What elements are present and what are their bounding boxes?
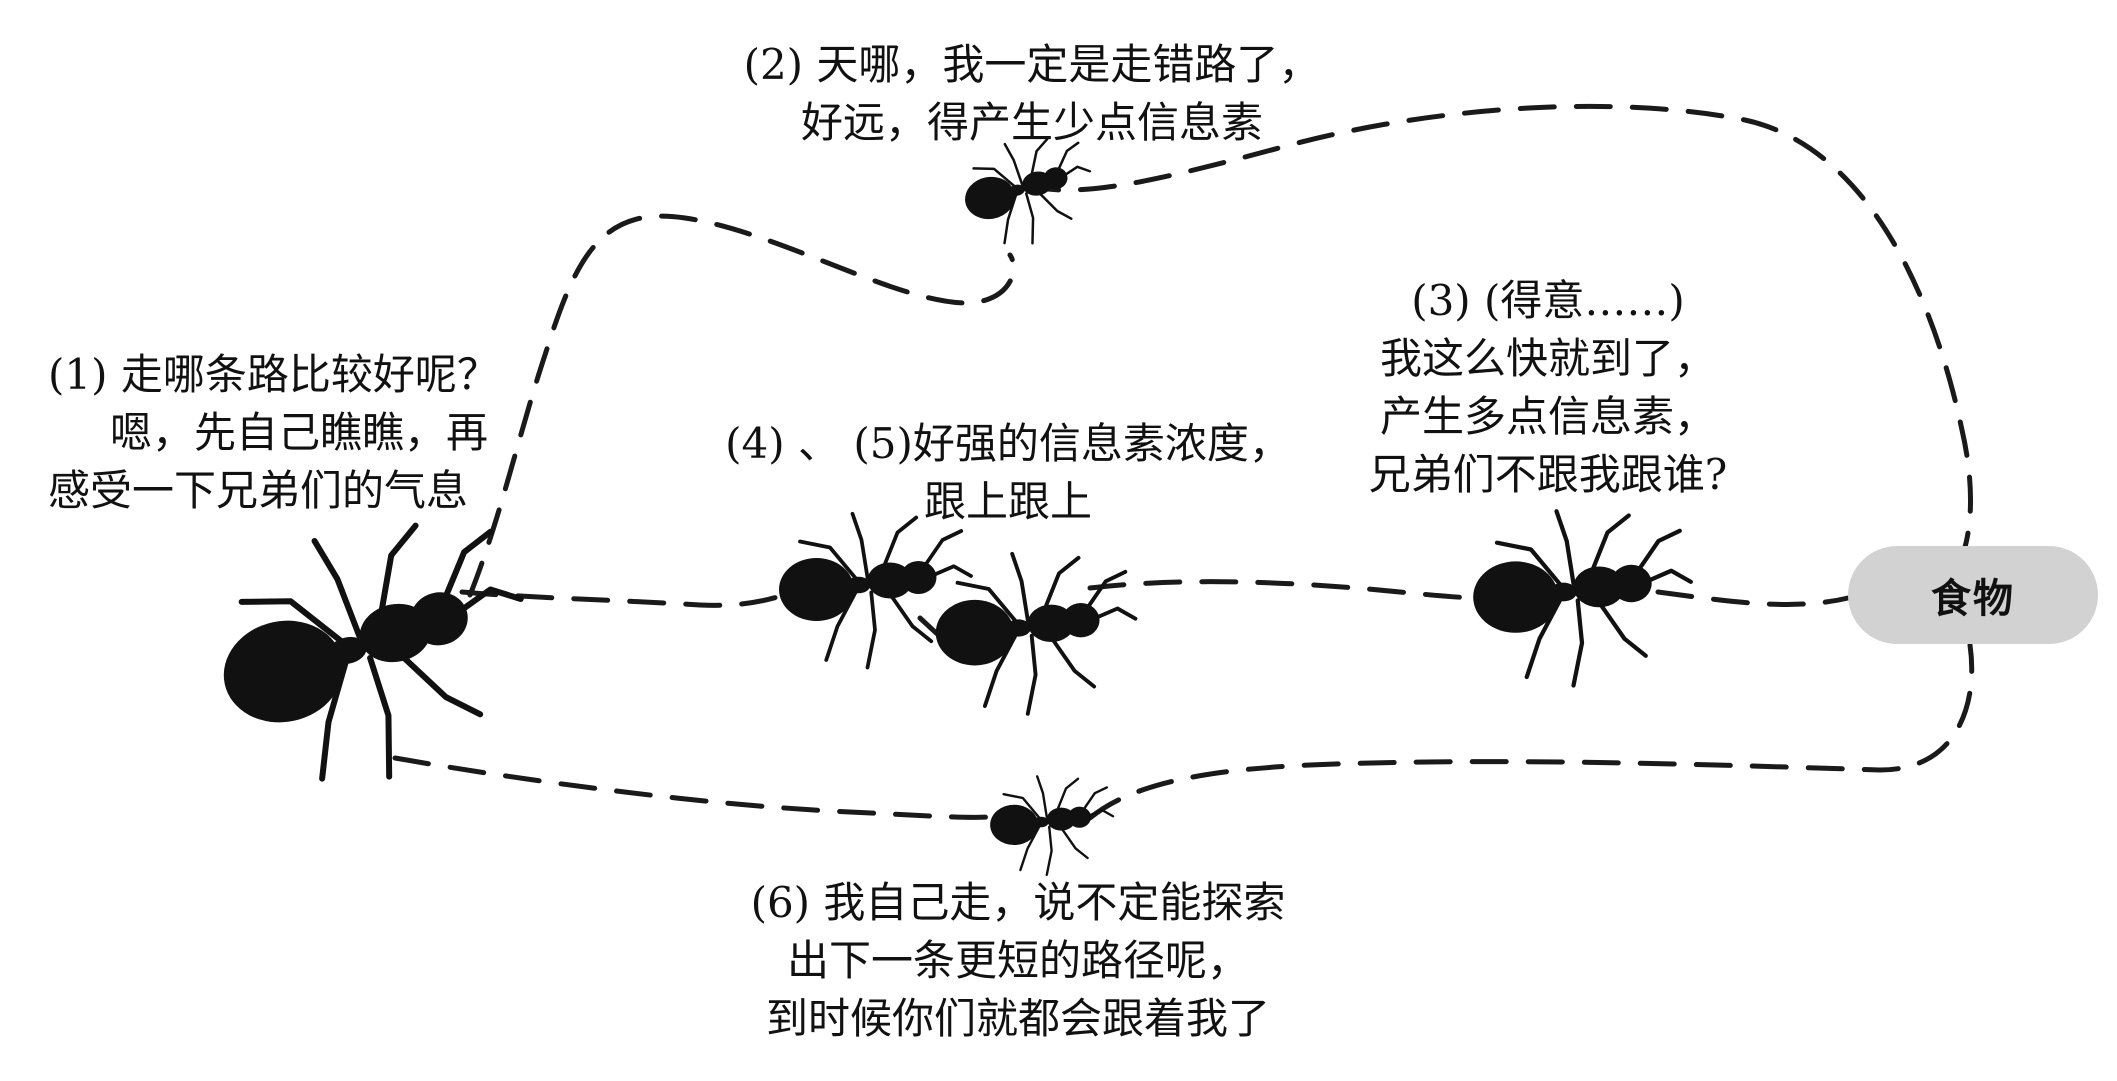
ant-icon	[933, 551, 1138, 716]
caption-step-3-line-4: 兄弟们不跟我跟谁?	[1368, 450, 1728, 499]
food-label: 食物	[1931, 576, 2015, 622]
caption-step-2-line-2: 好远，得产生少点信息素	[800, 98, 1263, 147]
caption-step-6-line-2: 出下一条更短的路径呢，	[786, 936, 1249, 985]
caption-step-3-line-2: 我这么快就到了，	[1379, 334, 1716, 383]
caption-step-2-line-1: (2) 天哪，我一定是走错路了，	[743, 40, 1321, 89]
path-upper	[467, 103, 1973, 598]
caption-step-6-line-1: (6) 我自己走，说不定能探索	[750, 878, 1286, 927]
path-lower	[392, 642, 1975, 821]
caption-step-3-line-3: 产生多点信息素，	[1379, 392, 1716, 441]
caption-step-1-line-1: (1) 走哪条路比较好呢？	[48, 350, 499, 399]
ant-icon	[1473, 511, 1691, 685]
caption-step-4-5-line-2: 跟上跟上	[923, 477, 1092, 526]
caption-step-6: (6) 我自己走，说不定能探索 出下一条更短的路径呢， 到时候你们就都会跟着我了	[718, 874, 1318, 1048]
caption-step-2: (2) 天哪，我一定是走错路了， 好远，得产生少点信息素	[732, 36, 1332, 152]
caption-step-3-line-1: (3) (得意……)	[1411, 276, 1685, 325]
caption-step-1-line-2: 嗯，先自己瞧瞧，再	[110, 408, 489, 457]
caption-step-3: (3) (得意……) 我这么快就到了， 产生多点信息素， 兄弟们不跟我跟谁?	[1338, 272, 1758, 504]
caption-step-6-line-3: 到时候你们就都会跟着我了	[765, 994, 1270, 1043]
ant-icon	[200, 502, 552, 806]
caption-step-4-5: (4) 、 (5)好强的信息素浓度， 跟上跟上	[708, 415, 1308, 531]
food-node: 食物	[1848, 546, 2098, 644]
caption-step-1-line-3: 感受一下兄弟们的气息	[48, 466, 469, 515]
caption-step-1: (1) 走哪条路比较好呢？ 嗯，先自己瞧瞧，再 感受一下兄弟们的气息	[48, 346, 499, 520]
ant-icon	[988, 775, 1115, 876]
caption-step-4-5-line-1: (4) 、 (5)好强的信息素浓度，	[725, 419, 1291, 468]
